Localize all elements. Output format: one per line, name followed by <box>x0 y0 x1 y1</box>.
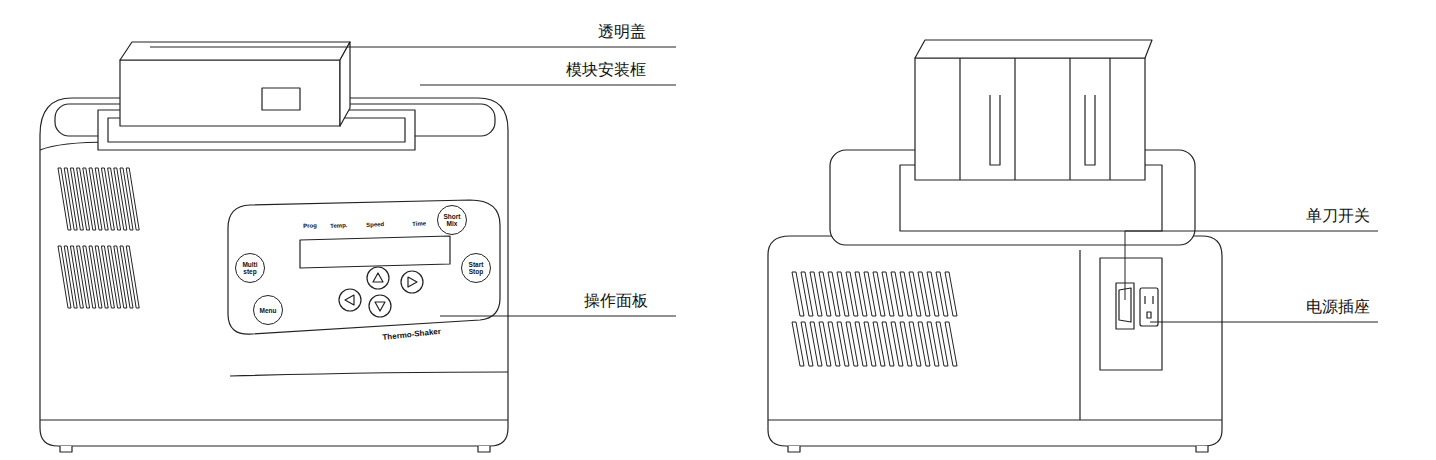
key-arrows <box>345 273 417 311</box>
key-label: Short Mix <box>442 213 462 227</box>
lid-ribs <box>960 58 1110 180</box>
key-label: Start Stop <box>466 261 486 275</box>
lid-tab <box>262 88 300 110</box>
up-key <box>367 267 389 289</box>
device-body <box>40 98 508 446</box>
lid-top <box>120 42 350 60</box>
panel-legend: Speed <box>366 221 384 229</box>
leader-line <box>1150 322 1378 323</box>
callout-label: 单刀开关 <box>1306 206 1370 226</box>
panel-key: Short Mix <box>437 205 467 235</box>
vent-slots <box>58 168 957 366</box>
key-label: Menu <box>258 307 278 314</box>
socket-pins <box>1145 296 1153 318</box>
leader-line <box>420 85 676 86</box>
body-groove <box>40 142 508 420</box>
leader-line <box>150 47 676 48</box>
down-key <box>369 295 391 317</box>
vent-slot <box>126 168 139 230</box>
panel-legend: Temp. <box>330 222 348 230</box>
leader-lines <box>150 47 1378 322</box>
vent-slot <box>945 322 957 366</box>
callout-label: 模块安装框 <box>566 60 646 80</box>
callout-label: 电源插座 <box>1306 297 1370 317</box>
display-window <box>300 236 450 268</box>
rear-plate <box>1100 258 1162 370</box>
vent-slot <box>945 272 957 316</box>
leader-line <box>440 316 676 317</box>
leader-line <box>1125 231 1378 300</box>
panel-legend: Time <box>412 220 426 228</box>
left-key <box>339 289 361 311</box>
lid-top <box>915 40 1152 58</box>
control-panel <box>228 200 500 334</box>
callout-label: 透明盖 <box>598 22 646 42</box>
lid-side <box>340 42 350 126</box>
callout-label: 操作面板 <box>584 291 648 311</box>
device-foot <box>788 446 1208 452</box>
lid-body <box>915 58 1145 180</box>
panel-key: Menu <box>253 295 283 325</box>
panel-key: Multi step <box>235 253 265 283</box>
body-groove <box>768 250 1222 420</box>
vent-slot <box>126 246 139 308</box>
device-body <box>768 236 1222 446</box>
key-label: Multi step <box>240 261 260 275</box>
device-foot <box>60 446 490 452</box>
panel-key: Start Stop <box>461 253 491 283</box>
right-key <box>401 271 423 293</box>
power-socket <box>1140 288 1158 326</box>
lid-front <box>120 60 340 126</box>
panel-legend: Prog <box>303 222 317 230</box>
